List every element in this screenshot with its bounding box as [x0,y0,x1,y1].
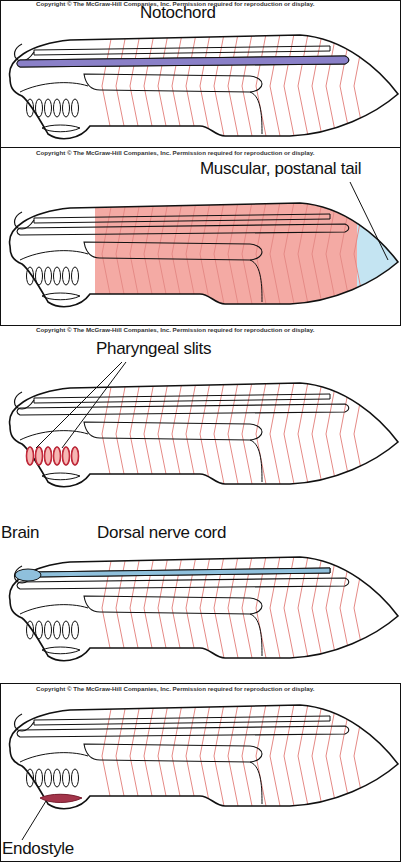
copyright-notice: Copyright © The McGraw-Hill Companies, I… [36,686,314,693]
panel-frame [1,1,401,148]
part-label: Endostyle [2,840,74,859]
tail-highlight [357,198,401,313]
part-label: Pharyngeal slits [96,340,211,359]
leader-line [22,801,46,840]
lancelet-notochord-panel [10,34,398,139]
part-label: Notochord [140,4,216,23]
lancelet-nerve-panel [10,556,398,661]
leader-line [350,182,388,260]
leader-line [62,362,126,448]
copyright-notice: Copyright © The McGraw-Hill Companies, I… [36,327,314,334]
brain-highlight [15,569,41,581]
lancelet-tail-panel [10,198,401,313]
panel-frame [1,148,401,326]
lancelet-endostyle-panel [10,704,398,809]
part-label: Brain [1,524,39,543]
copyright-notice: Copyright © The McGraw-Hill Companies, I… [36,150,314,157]
part-label: Muscular, postanal tail [200,160,361,179]
leader-line [36,362,122,448]
slits-highlight [27,447,79,465]
notochord-highlight [17,56,349,67]
nerve-cord-highlight [34,568,330,577]
lancelet-slits-panel [10,382,398,487]
panel-frame [1,684,401,862]
part-label: Dorsal nerve cord [97,524,226,543]
